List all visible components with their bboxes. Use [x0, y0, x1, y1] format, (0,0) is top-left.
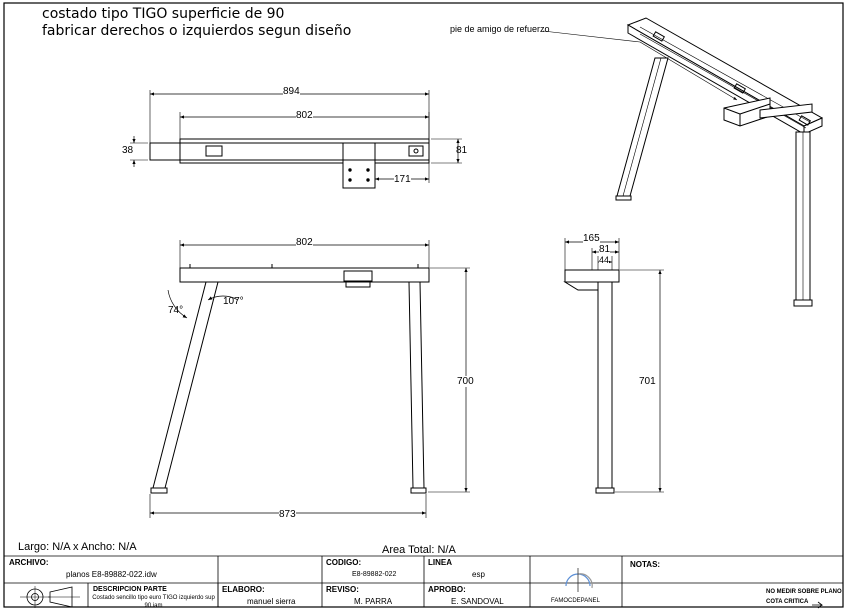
warning-cota-critica: COTA CRITICA	[766, 599, 809, 605]
dim-angle-107: 107°	[223, 296, 244, 307]
elaboro-value: manuel sierra	[247, 597, 296, 606]
callout-pie-de-amigo: pie de amigo de refuerzo	[450, 24, 550, 34]
codigo-value: E8-89882-022	[352, 571, 397, 578]
dim-802-front: 802	[296, 237, 313, 248]
company-name: FAMOCDEPANEL	[551, 598, 600, 604]
dim-81-top: 81	[456, 145, 468, 156]
title-block-grid	[4, 555, 843, 607]
size-summary: Largo: N/A x Ancho: N/A	[18, 541, 137, 553]
linea-value: esp	[472, 570, 485, 579]
note-line-1: costado tipo TIGO superficie de 90	[42, 6, 285, 22]
dim-873: 873	[279, 509, 296, 520]
aprobo-value: E. SANDOVAL	[451, 597, 504, 606]
sheet-border	[3, 2, 844, 608]
archivo-label: ARCHIVO:	[9, 558, 49, 567]
dim-angle-74: 74°	[168, 305, 184, 316]
side-view	[563, 238, 664, 494]
archivo-value: planos E8-89882-022.idw	[66, 570, 157, 579]
dim-38: 38	[122, 145, 134, 156]
dim-81-side: 81	[599, 244, 611, 255]
dim-165: 165	[583, 233, 600, 244]
dim-44: 44	[599, 255, 610, 265]
notas-label: NOTAS:	[630, 560, 661, 569]
reviso-value: M. PARRA	[354, 597, 393, 606]
dim-701: 701	[639, 376, 656, 387]
dim-700: 700	[457, 376, 474, 387]
dim-171: 171	[394, 174, 411, 185]
linea-label: LINEA	[428, 558, 452, 567]
aprobo-label: APROBO:	[428, 585, 466, 594]
note-line-2: fabricar derechos o izquierdos segun dis…	[42, 23, 352, 39]
descripcion-label: DESCRIPCION PARTE	[93, 586, 167, 593]
callout-leader	[542, 30, 641, 43]
descripcion-value: Costado sencillo tipo euro TIGO izquierd…	[92, 595, 215, 609]
company-logo	[565, 568, 593, 592]
reviso-label: REVISO:	[326, 585, 359, 594]
warning-no-medir: NO MEDIR SOBRE PLANO	[766, 589, 842, 595]
front-view	[149, 240, 470, 518]
elaboro-label: ELABORO:	[222, 585, 265, 594]
codigo-label: CODIGO:	[326, 558, 362, 567]
warning-arrow-icon	[812, 601, 824, 609]
area-summary: Area Total: N/A	[382, 544, 456, 556]
third-angle-projection-symbol	[20, 586, 80, 608]
dim-802-top: 802	[296, 110, 313, 121]
top-view	[130, 90, 462, 189]
dim-894: 894	[283, 86, 300, 97]
isometric-view	[542, 17, 824, 307]
